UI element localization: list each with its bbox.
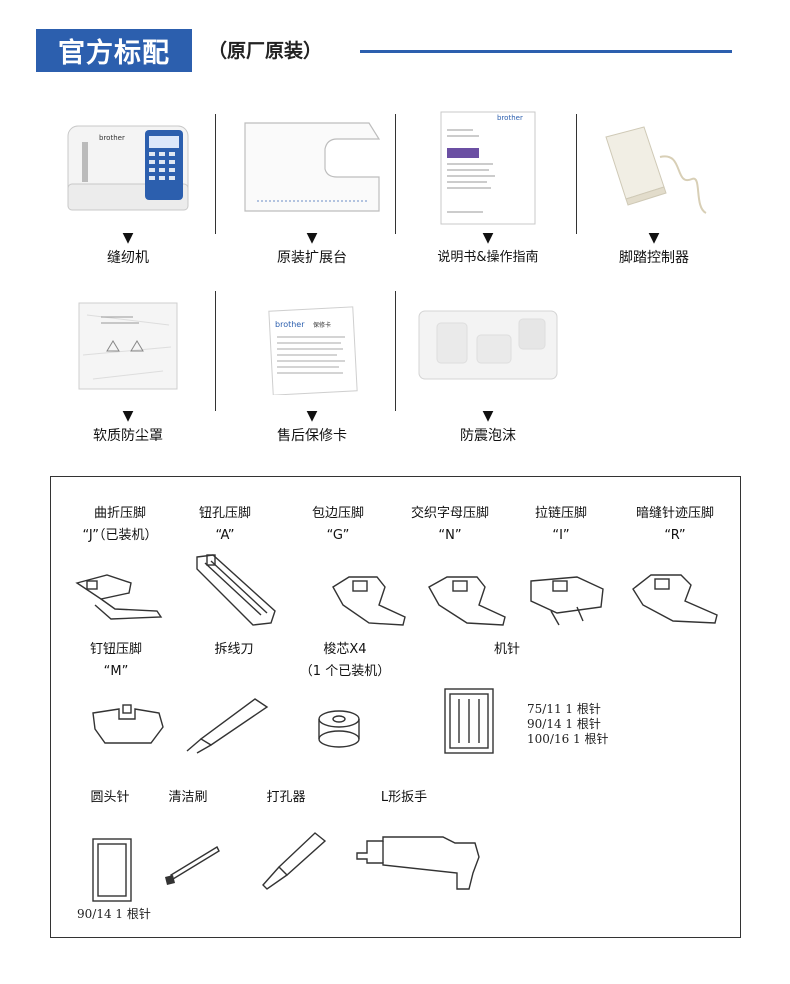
product-warranty-card: brother 保修卡 ▼ 售后保修卡 <box>214 286 410 446</box>
eyelet-punch-icon <box>262 832 327 890</box>
accessory-l-wrench: L形扳手 <box>369 787 439 809</box>
accessory-name: 圆头针 <box>90 790 130 805</box>
extension-table-image <box>214 108 410 226</box>
page-subtitle: （原厂原装） <box>208 40 323 62</box>
accessory-foot-n: 交织字母压脚 “N” <box>395 503 505 547</box>
accessories-panel: 曲折压脚 “J”（已装机） 钮孔压脚 “A” 包边压脚 “G” 交织字母压脚 “… <box>50 476 741 938</box>
arrow-icon: ▼ <box>648 230 660 246</box>
accessory-foot-i: 拉链压脚 “I” <box>511 503 611 547</box>
accessory-foot-m: 钉钮压脚 “M” <box>71 639 161 683</box>
foam-packing-image <box>390 286 586 404</box>
product-dust-cover: ▼ 软质防尘罩 <box>30 286 226 446</box>
page-title: 官方标配 <box>36 29 192 72</box>
bobbin-icon <box>318 710 360 748</box>
accessory-code: “N” <box>438 528 462 543</box>
presser-foot-i-icon <box>530 576 604 626</box>
accessory-code: “M” <box>103 664 129 679</box>
column-divider <box>215 291 216 411</box>
accessory-foot-a: 钮孔压脚 “A” <box>173 503 277 547</box>
presser-foot-r-icon <box>632 574 718 624</box>
accessory-name: 打孔器 <box>266 790 306 805</box>
product-label: 缝纫机 <box>107 250 149 266</box>
column-divider <box>395 291 396 411</box>
presser-foot-j-icon <box>75 574 163 620</box>
presser-foot-n-icon <box>428 576 506 626</box>
product-label: 原装扩展台 <box>277 250 347 266</box>
accessory-name: 曲折压脚 <box>93 506 146 521</box>
product-label: 脚踏控制器 <box>619 250 689 266</box>
arrow-icon: ▼ <box>122 230 134 246</box>
accessory-code: “R” <box>664 528 686 543</box>
accessory-code: “G” <box>326 528 350 543</box>
accessory-name: L形扳手 <box>380 790 428 805</box>
machine-brand-text: brother <box>99 134 125 142</box>
needle-pack-icon <box>444 688 494 754</box>
accessory-brush: 清洁刷 <box>153 787 223 809</box>
accessory-foot-r: 暗缝针迹压脚 “R” <box>617 503 733 547</box>
title-divider <box>360 50 732 53</box>
accessory-name: 拆线刀 <box>214 642 254 657</box>
accessory-name: 暗缝针迹压脚 <box>635 506 714 521</box>
accessory-name: 清洁刷 <box>168 790 208 805</box>
presser-foot-m-icon <box>92 704 164 744</box>
presser-foot-g-icon <box>332 576 406 626</box>
accessory-bobbin: 梭芯X4 （1 个已装机） <box>295 639 395 683</box>
product-label: 防震泡沫 <box>460 428 516 444</box>
product-sewing-machine: brother ▼ 缝纫机 <box>30 108 226 268</box>
product-extension-table: ▼ 原装扩展台 <box>214 108 410 268</box>
accessory-code: “J”（已装机） <box>82 528 158 543</box>
product-foam-packing: ▼ 防震泡沫 <box>390 286 586 446</box>
dust-cover-image <box>30 286 226 404</box>
column-divider <box>576 114 577 234</box>
needle-size-note: 75/11 1 根针 <box>527 702 601 716</box>
accessory-punch: 打孔器 <box>251 787 321 809</box>
arrow-icon: ▼ <box>482 408 494 424</box>
column-divider <box>395 114 396 234</box>
cleaning-brush-icon <box>165 846 220 885</box>
accessory-code: “A” <box>215 528 235 543</box>
accessory-foot-g: 包边压脚 “G” <box>286 503 390 547</box>
warranty-brand-text: brother <box>275 320 305 329</box>
warranty-card-image: brother 保修卡 <box>214 286 410 404</box>
accessory-name: 机针 <box>493 642 520 657</box>
needle-size-note: 90/14 1 根针 <box>527 717 601 731</box>
needle-size-note: 100/16 1 根针 <box>527 732 609 746</box>
accessory-code: （1 个已装机） <box>299 664 391 679</box>
accessory-ballpoint-needle: 圆头针 <box>75 787 145 809</box>
product-label: 售后保修卡 <box>277 428 347 444</box>
column-divider <box>215 114 216 234</box>
foot-controller-image <box>556 108 752 226</box>
accessory-name: 钉钮压脚 <box>89 642 142 657</box>
accessory-name: 梭芯X4 <box>323 642 367 657</box>
manual-image: brother <box>390 108 586 226</box>
product-label: 软质防尘罩 <box>93 428 163 444</box>
accessory-name: 包边压脚 <box>311 506 364 521</box>
product-foot-controller: ▼ 脚踏控制器 <box>556 108 752 268</box>
manual-brand-text: brother <box>497 114 523 122</box>
accessory-code: “I” <box>552 528 570 543</box>
ballpoint-size-note: 90/14 1 根针 <box>77 907 151 921</box>
accessory-name: 钮孔压脚 <box>198 506 251 521</box>
sewing-machine-image: brother <box>30 108 226 226</box>
arrow-icon: ▼ <box>306 230 318 246</box>
warranty-title-text: 保修卡 <box>313 321 331 329</box>
accessory-seam-ripper: 拆线刀 <box>189 639 279 661</box>
arrow-icon: ▼ <box>306 408 318 424</box>
ballpoint-needle-pack-icon <box>92 838 132 902</box>
accessory-name: 拉链压脚 <box>534 506 587 521</box>
arrow-icon: ▼ <box>482 230 494 246</box>
l-wrench-icon <box>356 836 480 890</box>
accessory-foot-j: 曲折压脚 “J”（已装机） <box>61 503 179 547</box>
product-manual: brother ▼ 说明书&操作指南 <box>390 108 586 268</box>
arrow-icon: ▼ <box>122 408 134 424</box>
product-label: 说明书&操作指南 <box>437 250 539 265</box>
presser-foot-a-icon <box>196 554 276 626</box>
accessory-name: 交织字母压脚 <box>410 506 489 521</box>
accessory-needles: 机针 <box>477 639 537 661</box>
seam-ripper-icon <box>186 698 269 754</box>
